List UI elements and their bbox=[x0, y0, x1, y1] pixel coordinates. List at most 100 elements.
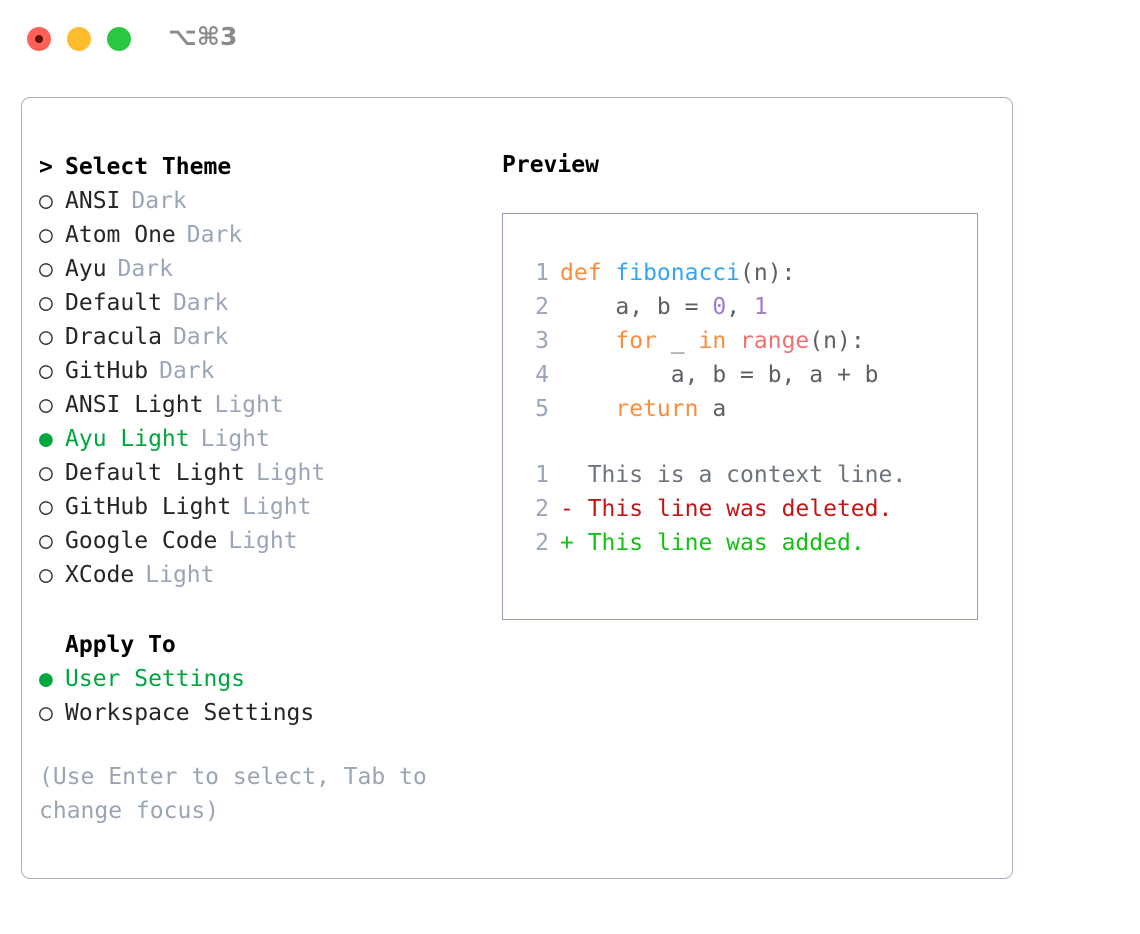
radio-unselected-icon[interactable]: ○ bbox=[39, 324, 53, 350]
radio-unselected-icon[interactable]: ○ bbox=[39, 562, 53, 588]
radio-unselected-icon[interactable]: ○ bbox=[39, 700, 53, 726]
apply-to-item[interactable]: ● User Settings bbox=[39, 662, 489, 696]
theme-list-item[interactable]: ○ GitHub Dark bbox=[39, 354, 489, 388]
radio-unselected-icon[interactable]: ○ bbox=[39, 494, 53, 520]
apply-to-item[interactable]: ○ Workspace Settings bbox=[39, 696, 489, 730]
caret-icon: > bbox=[39, 154, 53, 180]
theme-variant-badge: Dark bbox=[172, 324, 229, 350]
radio-unselected-icon[interactable]: ○ bbox=[39, 188, 53, 214]
radio-unselected-icon[interactable]: ○ bbox=[39, 358, 53, 384]
radio-unselected-icon[interactable]: ○ bbox=[39, 290, 53, 316]
code-token: a bbox=[712, 396, 727, 422]
radio-unselected-icon[interactable]: ○ bbox=[39, 256, 53, 282]
maximize-window-button[interactable] bbox=[107, 27, 131, 51]
theme-name-label: Ayu Light bbox=[65, 426, 190, 452]
line-number: 2 bbox=[535, 496, 549, 522]
line-number: 1 bbox=[535, 260, 549, 286]
theme-list-item[interactable]: ○ Atom One Dark bbox=[39, 218, 489, 252]
close-icon bbox=[35, 35, 43, 43]
theme-list-item[interactable]: ○ Dracula Dark bbox=[39, 320, 489, 354]
apply-to-heading: ○Apply To bbox=[39, 628, 489, 662]
radio-selected-icon[interactable]: ● bbox=[39, 426, 53, 452]
diff-sample: 1 This is a context line. 2- This line wa… bbox=[503, 458, 977, 560]
code-line: 4 a, b = b, a + b bbox=[503, 358, 977, 392]
code-token: 1 bbox=[753, 294, 768, 320]
apply-to-label-text: User Settings bbox=[65, 666, 246, 692]
theme-variant-badge: Light bbox=[145, 562, 215, 588]
code-line: 5 return a bbox=[503, 392, 977, 426]
preview-title: Preview bbox=[502, 152, 599, 178]
theme-name-label: Dracula bbox=[65, 324, 162, 350]
line-number: 4 bbox=[535, 362, 549, 388]
diff-line: 2- This line was deleted. bbox=[503, 492, 977, 526]
theme-list-item[interactable]: ○ Default Light Light bbox=[39, 456, 489, 490]
theme-name-label: ANSI bbox=[65, 188, 121, 214]
diff-marker bbox=[560, 462, 588, 488]
theme-name-label: Atom One bbox=[65, 222, 176, 248]
code-line: 3 for _ in range(n): bbox=[503, 324, 977, 358]
code-token: (n): bbox=[740, 260, 796, 286]
heading-label: Select Theme bbox=[65, 154, 232, 180]
code-token: range bbox=[740, 328, 810, 354]
diff-text: This is a context line. bbox=[587, 462, 907, 488]
code-token: (n): bbox=[809, 328, 865, 354]
theme-variant-badge: Light bbox=[242, 494, 312, 520]
diff-marker: + bbox=[560, 530, 588, 556]
theme-name-label: Default bbox=[65, 290, 162, 316]
diff-text: This line was deleted. bbox=[587, 496, 893, 522]
code-token: in bbox=[698, 328, 741, 354]
hint-text: (Use Enter to select, Tab to change focu… bbox=[39, 764, 427, 824]
code-token: _ bbox=[670, 328, 699, 354]
code-token: for bbox=[560, 328, 671, 354]
theme-list-item[interactable]: ○ Default Dark bbox=[39, 286, 489, 320]
code-token: a, b = b, a + b bbox=[560, 362, 879, 388]
radio-selected-icon[interactable]: ● bbox=[39, 666, 53, 692]
diff-marker: - bbox=[560, 496, 588, 522]
theme-list-item[interactable]: ● Ayu Light Light bbox=[39, 422, 489, 456]
theme-name-label: Default Light bbox=[65, 460, 246, 486]
line-number: 2 bbox=[535, 530, 549, 556]
apply-to-label: Apply To bbox=[65, 632, 176, 658]
code-token: return bbox=[560, 396, 713, 422]
apply-to-list: ● User Settings ○ Workspace Settings bbox=[39, 662, 489, 730]
line-number: 3 bbox=[535, 328, 549, 354]
code-token: a, b = bbox=[560, 294, 713, 320]
theme-variant-badge: Light bbox=[256, 460, 326, 486]
code-token: def bbox=[560, 260, 616, 286]
theme-name-label: GitHub bbox=[65, 358, 149, 384]
diff-text: This line was added. bbox=[587, 530, 865, 556]
theme-variant-badge: Dark bbox=[131, 188, 187, 214]
radio-unselected-icon[interactable]: ○ bbox=[39, 528, 53, 554]
apply-to-section: ○Apply To ● User Settings ○ Workspace Setti… bbox=[39, 628, 489, 730]
apply-to-label-text: Workspace Settings bbox=[65, 700, 315, 726]
theme-variant-badge: Dark bbox=[186, 222, 243, 248]
diff-line: 2 + This line was added. bbox=[503, 526, 977, 560]
theme-variant-badge: Dark bbox=[159, 358, 215, 384]
radio-unselected-icon[interactable]: ○ bbox=[39, 460, 53, 486]
line-number: 2 bbox=[535, 294, 549, 320]
theme-variant-badge: Dark bbox=[172, 290, 229, 316]
code-token: 0 bbox=[712, 294, 727, 320]
radio-unselected-icon[interactable]: ○ bbox=[39, 392, 53, 418]
minimize-window-button[interactable] bbox=[67, 27, 91, 51]
theme-variant-badge: Light bbox=[200, 426, 270, 452]
theme-variant-badge: Dark bbox=[117, 256, 173, 282]
theme-name-label: Google Code bbox=[65, 528, 218, 554]
line-number: 5 bbox=[535, 396, 549, 422]
theme-list-item[interactable]: ○ ANSI Dark bbox=[39, 184, 489, 218]
line-number: 1 bbox=[535, 462, 549, 488]
title-bar: ⌥⌘3 bbox=[0, 0, 1140, 78]
radio-unselected-icon[interactable]: ○ bbox=[39, 222, 53, 248]
